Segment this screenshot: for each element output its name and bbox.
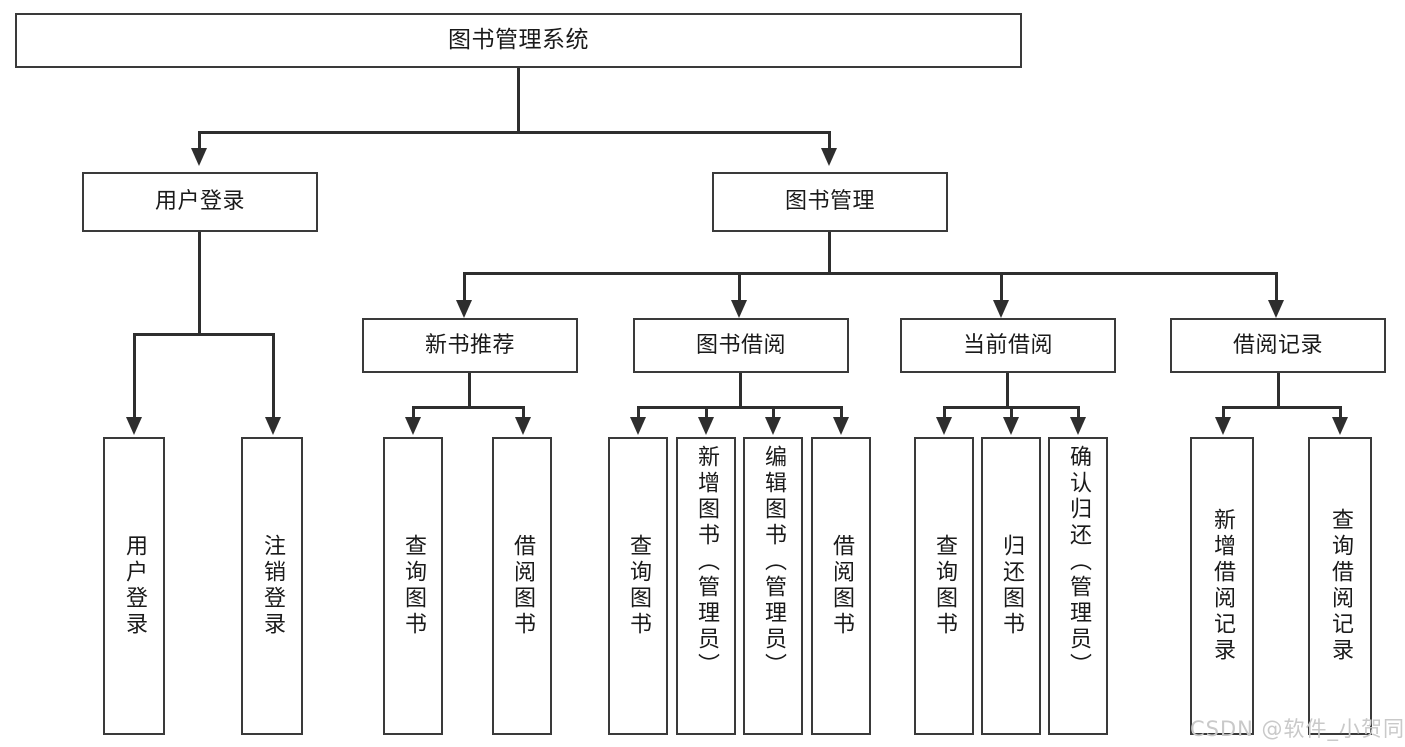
leaf-query-book-nbr[interactable]: 查询图书 <box>383 437 443 735</box>
node-label: 查询图书 <box>932 534 957 638</box>
connector-root-drop-left <box>198 131 201 148</box>
arrow-nbr-leaf-2 <box>515 417 531 435</box>
watermark-text: CSDN @软件_小贺同学 <box>1190 717 1405 741</box>
connector-bb-drop-3 <box>772 406 775 418</box>
connector-cb-drop-1 <box>943 406 946 418</box>
connector-user-login-stem <box>198 232 201 335</box>
node-root[interactable]: 图书管理系统 <box>15 13 1022 68</box>
arrow-to-book-management <box>821 148 837 166</box>
leaf-return-book[interactable]: 归还图书 <box>981 437 1041 735</box>
arrow-br-leaf-1 <box>1215 417 1231 435</box>
node-user-login[interactable]: 用户登录 <box>82 172 318 232</box>
arrow-to-leaf-logout <box>265 417 281 435</box>
node-label: 确认归还（管理员） <box>1066 445 1091 679</box>
node-label: 新增借阅记录 <box>1210 508 1235 664</box>
connector-bb-bus <box>637 406 843 409</box>
connector-nbr-drop-2 <box>522 406 525 418</box>
node-label: 注销登录 <box>260 534 285 638</box>
arrow-bb-leaf-3 <box>765 417 781 435</box>
leaf-borrow-book-bb[interactable]: 借阅图书 <box>811 437 871 735</box>
arrow-to-current-borrow <box>993 300 1009 318</box>
arrow-to-book-borrow <box>731 300 747 318</box>
connector-cb-drop-3 <box>1077 406 1080 418</box>
connector-br-drop-2 <box>1339 406 1342 418</box>
node-label: 图书管理系统 <box>448 27 589 54</box>
node-label: 用户登录 <box>122 534 147 638</box>
connector-root-drop-right <box>828 131 831 148</box>
connector-nbr-stem <box>468 373 471 408</box>
leaf-add-borrow-record[interactable]: 新增借阅记录 <box>1190 437 1254 735</box>
connector-user-login-bus <box>133 333 275 336</box>
arrow-cb-leaf-2 <box>1003 417 1019 435</box>
connector-cb-stem <box>1006 373 1009 408</box>
connector-bm-drop-1 <box>463 272 466 300</box>
node-label: 查询图书 <box>401 534 426 638</box>
arrow-cb-leaf-1 <box>936 417 952 435</box>
leaf-user-login[interactable]: 用户登录 <box>103 437 165 735</box>
node-label: 用户登录 <box>154 189 245 215</box>
arrow-bb-leaf-4 <box>833 417 849 435</box>
connector-nbr-bus <box>412 406 525 409</box>
connector-root-stem <box>517 68 520 133</box>
arrow-bb-leaf-1 <box>630 417 646 435</box>
node-book-management[interactable]: 图书管理 <box>712 172 948 232</box>
node-label: 图书借阅 <box>695 332 786 358</box>
connector-book-management-bus <box>463 272 1278 275</box>
node-label: 编辑图书（管理员） <box>761 445 786 679</box>
node-borrow-record[interactable]: 借阅记录 <box>1170 318 1386 373</box>
arrow-bb-leaf-2 <box>698 417 714 435</box>
connector-bm-drop-4 <box>1275 272 1278 300</box>
arrow-to-leaf-user-login <box>126 417 142 435</box>
leaf-confirm-return-admin[interactable]: 确认归还（管理员） <box>1048 437 1108 735</box>
leaf-query-book-cb[interactable]: 查询图书 <box>914 437 974 735</box>
node-label: 新书推荐 <box>424 332 515 358</box>
connector-br-drop-1 <box>1222 406 1225 418</box>
node-label: 借阅记录 <box>1232 332 1323 358</box>
node-label: 查询借阅记录 <box>1328 508 1353 664</box>
connector-bb-drop-2 <box>705 406 708 418</box>
node-label: 新增图书（管理员） <box>694 445 719 679</box>
leaf-borrow-book-nbr[interactable]: 借阅图书 <box>492 437 552 735</box>
node-new-book-recommend[interactable]: 新书推荐 <box>362 318 578 373</box>
leaf-logout[interactable]: 注销登录 <box>241 437 303 735</box>
connector-book-management-stem <box>828 232 831 274</box>
leaf-query-borrow-record[interactable]: 查询借阅记录 <box>1308 437 1372 735</box>
arrow-nbr-leaf-1 <box>405 417 421 435</box>
leaf-edit-book-admin[interactable]: 编辑图书（管理员） <box>743 437 803 735</box>
arrow-to-user-login <box>191 148 207 166</box>
connector-cb-drop-2 <box>1010 406 1013 418</box>
node-current-borrow[interactable]: 当前借阅 <box>900 318 1116 373</box>
connector-root-bus <box>198 131 831 134</box>
arrow-to-borrow-record <box>1268 300 1284 318</box>
connector-bb-stem <box>739 373 742 408</box>
node-label: 借阅图书 <box>510 534 535 638</box>
arrow-cb-leaf-3 <box>1070 417 1086 435</box>
leaf-add-book-admin[interactable]: 新增图书（管理员） <box>676 437 736 735</box>
node-label: 图书管理 <box>784 189 875 215</box>
connector-br-stem <box>1277 373 1280 408</box>
connector-bm-drop-2 <box>738 272 741 300</box>
node-label: 借阅图书 <box>829 534 854 638</box>
connector-user-login-drop-2 <box>272 333 275 418</box>
connector-bb-drop-4 <box>840 406 843 418</box>
connector-user-login-drop-1 <box>133 333 136 418</box>
connector-nbr-drop-1 <box>412 406 415 418</box>
arrow-to-new-book-recommend <box>456 300 472 318</box>
node-book-borrow[interactable]: 图书借阅 <box>633 318 849 373</box>
node-label: 归还图书 <box>999 534 1024 638</box>
node-label: 查询图书 <box>626 534 651 638</box>
node-label: 当前借阅 <box>962 332 1053 358</box>
connector-bb-drop-1 <box>637 406 640 418</box>
arrow-br-leaf-2 <box>1332 417 1348 435</box>
connector-br-bus <box>1222 406 1342 409</box>
leaf-query-book-bb[interactable]: 查询图书 <box>608 437 668 735</box>
connector-bm-drop-3 <box>1000 272 1003 300</box>
